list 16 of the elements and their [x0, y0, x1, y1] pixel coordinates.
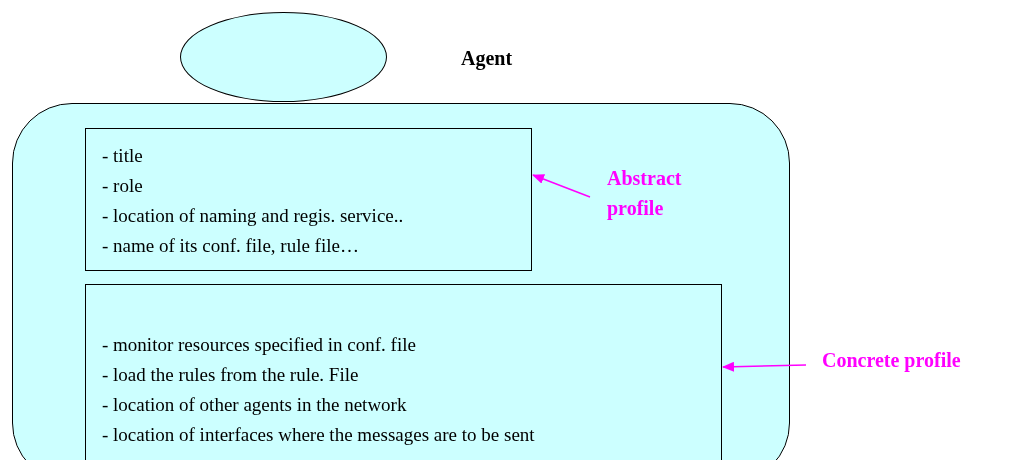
profile-box [85, 128, 532, 271]
list-item: - location of other agents in the network [102, 393, 408, 417]
agent-body [12, 103, 790, 460]
agent-label: Agent [461, 46, 513, 72]
profile-box [85, 284, 722, 460]
list-item: - title [102, 144, 144, 168]
callout-label: Concrete profile [822, 345, 1012, 375]
list-item: - name of its conf. file, rule file… [102, 234, 360, 258]
arrow [722, 361, 807, 372]
list-item: - location of interfaces where the messages are to be sent [102, 423, 536, 447]
list-item: - load the rules from the rule. File [102, 363, 360, 387]
list-item: - location of naming and regis. service.. [102, 204, 405, 228]
list-item: - role [102, 174, 144, 198]
callout-label: Abstract profile [607, 163, 717, 223]
list-item: - monitor resources specified in conf. file [102, 333, 417, 357]
arrow [532, 174, 591, 198]
